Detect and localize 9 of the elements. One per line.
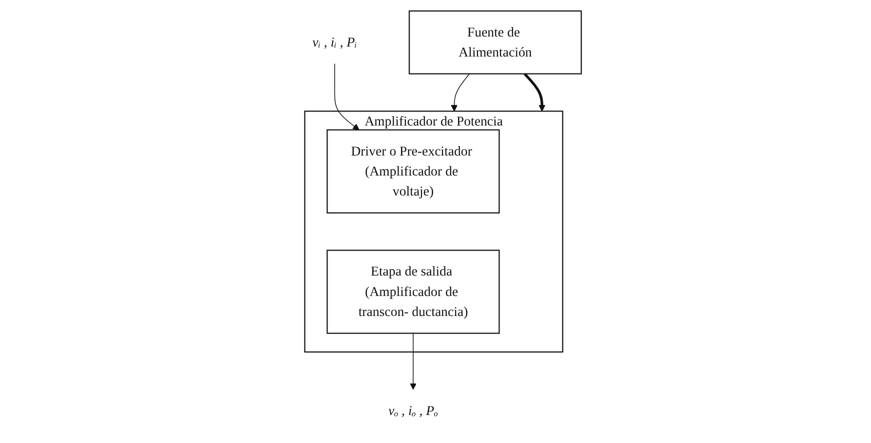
arrow	[450, 73, 470, 112]
node-box: Driver o Pre-excitador (Amplificador de voltaje)	[326, 129, 500, 214]
node-text: vₒ , iₒ , Pₒ	[388, 402, 438, 418]
node-text: vᵢ , iᵢ , Pᵢ	[312, 34, 357, 50]
arrow	[334, 63, 360, 130]
node-box: Etapa de salida (Amplificador de transcon- ductancia)	[326, 250, 500, 334]
arrow	[410, 332, 416, 390]
arrow	[523, 72, 546, 112]
node-box: Fuente de Alimentación	[408, 10, 582, 74]
